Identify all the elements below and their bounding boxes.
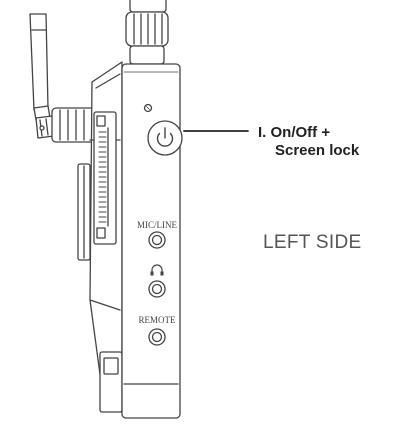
side-label: LEFT SIDE (263, 232, 362, 253)
headphone-icon (150, 264, 164, 276)
headphone-port[interactable] (148, 280, 166, 298)
mic-line-port[interactable] (148, 231, 166, 249)
power-callout-label: I. On/Off + Screen lock (258, 124, 359, 160)
callout-line-1: I. On/Off + (258, 124, 331, 141)
power-button[interactable] (147, 120, 183, 156)
connector-rail (93, 111, 117, 245)
remote-port[interactable] (148, 328, 166, 346)
left-antenna (29, 13, 99, 143)
callout-line-2: Screen lock (275, 142, 360, 159)
remote-label: REMOTE (139, 315, 177, 325)
power-icon (156, 127, 174, 147)
top-antenna (125, 0, 169, 65)
bottom-mount-block (99, 351, 123, 413)
mic-line-label: MIC/LINE (137, 220, 177, 230)
power-led-icon (143, 103, 153, 113)
